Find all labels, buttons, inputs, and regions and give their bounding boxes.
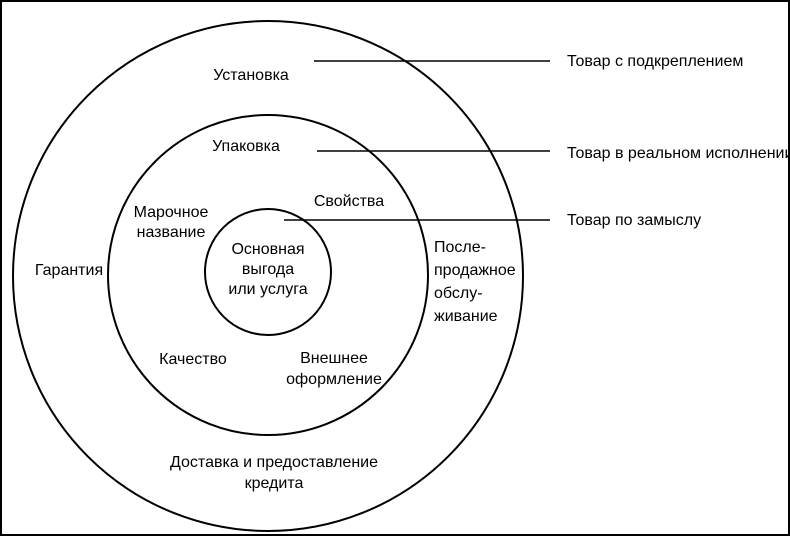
core-label-line1: Основная: [231, 241, 305, 258]
after-sales-label-line3: обслу-: [434, 285, 483, 302]
level-label-actual: Товар в реальном исполнении: [567, 145, 790, 162]
properties-label: Свойства: [313, 193, 385, 210]
outer-ring: [12, 20, 524, 532]
after-sales-label-line2: продажное: [434, 262, 516, 279]
brand-label-line2: название: [136, 224, 206, 241]
design-label-line1: Внешнее: [300, 350, 368, 367]
packaging-label: Упаковка: [212, 138, 280, 155]
core-label-line3: или услуга: [228, 281, 308, 298]
after-sales-label-line4: живание: [434, 308, 498, 325]
level-label-core: Товар по замыслу: [567, 212, 702, 229]
core-label-line2: выгода: [241, 261, 295, 278]
warranty-label: Гарантия: [34, 262, 104, 279]
inner-ring: [204, 208, 332, 336]
delivery-label-line2: кредита: [244, 475, 304, 492]
installation-label: Установка: [213, 67, 289, 84]
middle-ring: [107, 114, 429, 436]
quality-label: Качество: [159, 351, 227, 368]
level-label-augmented: Товар с подкреплением: [567, 53, 744, 70]
delivery-label-line1: Доставка и предоставление: [170, 454, 378, 471]
design-label-line2: оформление: [286, 371, 382, 388]
after-sales-label-line1: После-: [434, 239, 486, 256]
brand-label-line1: Марочное: [133, 204, 209, 221]
